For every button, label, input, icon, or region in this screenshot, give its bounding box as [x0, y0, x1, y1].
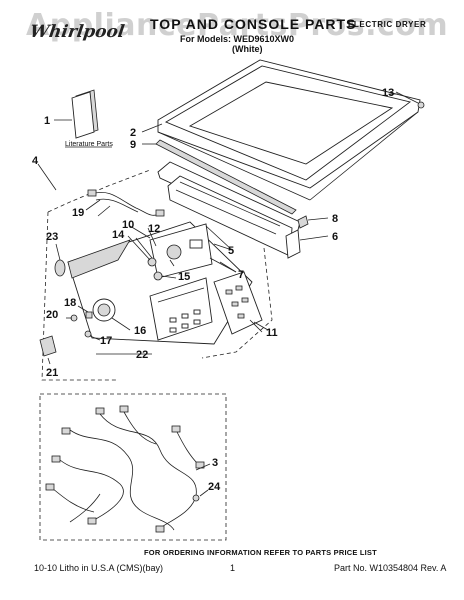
callout-12: 12: [148, 223, 160, 235]
dryer-top: [141, 59, 421, 201]
color-subtitle: (White): [232, 44, 263, 54]
callout-23: 23: [46, 231, 58, 243]
console-wire-harness: [85, 189, 165, 217]
callout-20: 20: [46, 309, 58, 321]
callout-4: 4: [32, 155, 39, 167]
clip-23: [54, 243, 66, 277]
callout-14: 14: [112, 229, 125, 241]
literature-booklet: Literature Parts: [54, 89, 113, 148]
callout-24: 24: [208, 481, 221, 493]
print-info: 10-10 Litho in U.S.A (CMS)(bay): [34, 563, 164, 573]
page-title: TOP AND CONSOLE PARTS: [150, 16, 357, 32]
knob-21: [39, 335, 57, 365]
callout-22: 22: [136, 349, 148, 361]
screw-17: [84, 330, 101, 341]
console-boundary-left: [41, 211, 116, 381]
callouts: 1 2 9 4 13 19 10 12 14 15 23 5 7 8 6 18 …: [32, 87, 394, 493]
top-seal-strip: [142, 139, 297, 215]
console-boundary-top: [47, 169, 151, 213]
leader-lines: [37, 93, 398, 331]
callout-3: 3: [212, 457, 218, 469]
callout-21: 21: [46, 367, 58, 379]
callout-9: 9: [130, 139, 136, 151]
washer-20: [66, 314, 78, 322]
callout-7: 7: [238, 269, 244, 281]
model-subtitle: For Models: WED9610XW0: [180, 34, 295, 44]
appliance-type: ELECTRIC DRYER: [348, 20, 427, 29]
console-rear-bracket: [157, 161, 301, 257]
callout-16: 16: [134, 325, 146, 337]
page-number: 1: [230, 563, 236, 573]
literature-label: Literature Parts: [65, 141, 113, 148]
main-wire-harness: [45, 405, 211, 533]
part-number: Part No. W10354804 Rev. A: [334, 563, 447, 573]
ui-board: [213, 271, 263, 335]
callout-11: 11: [266, 327, 278, 339]
callout-10: 10: [122, 219, 134, 231]
knob-parts: [127, 235, 177, 281]
screw-24: [192, 489, 209, 502]
callout-18: 18: [64, 297, 76, 309]
callout-15: 15: [178, 271, 190, 283]
callout-6: 6: [332, 231, 338, 243]
callout-13: 13: [382, 87, 394, 99]
callout-8: 8: [332, 213, 338, 225]
control-board: [149, 223, 237, 279]
harness-boundary: [39, 393, 227, 541]
screw-13: [395, 91, 425, 109]
screw-10: [147, 227, 157, 247]
callout-1: 1: [44, 115, 50, 127]
console-boundary-right: [201, 247, 273, 359]
screw-8: [297, 215, 329, 229]
watermark: AppliancePartsPros.com: [26, 8, 449, 43]
callout-17: 17: [100, 335, 112, 347]
knob-16: [92, 298, 131, 331]
spring-18: [77, 305, 93, 319]
ordering-info-note: FOR ORDERING INFORMATION REFER TO PARTS …: [144, 548, 377, 557]
end-cap-6: [285, 229, 329, 259]
callout-5: 5: [228, 245, 234, 257]
callout-2: 2: [130, 127, 136, 139]
callout-19: 19: [72, 207, 84, 219]
